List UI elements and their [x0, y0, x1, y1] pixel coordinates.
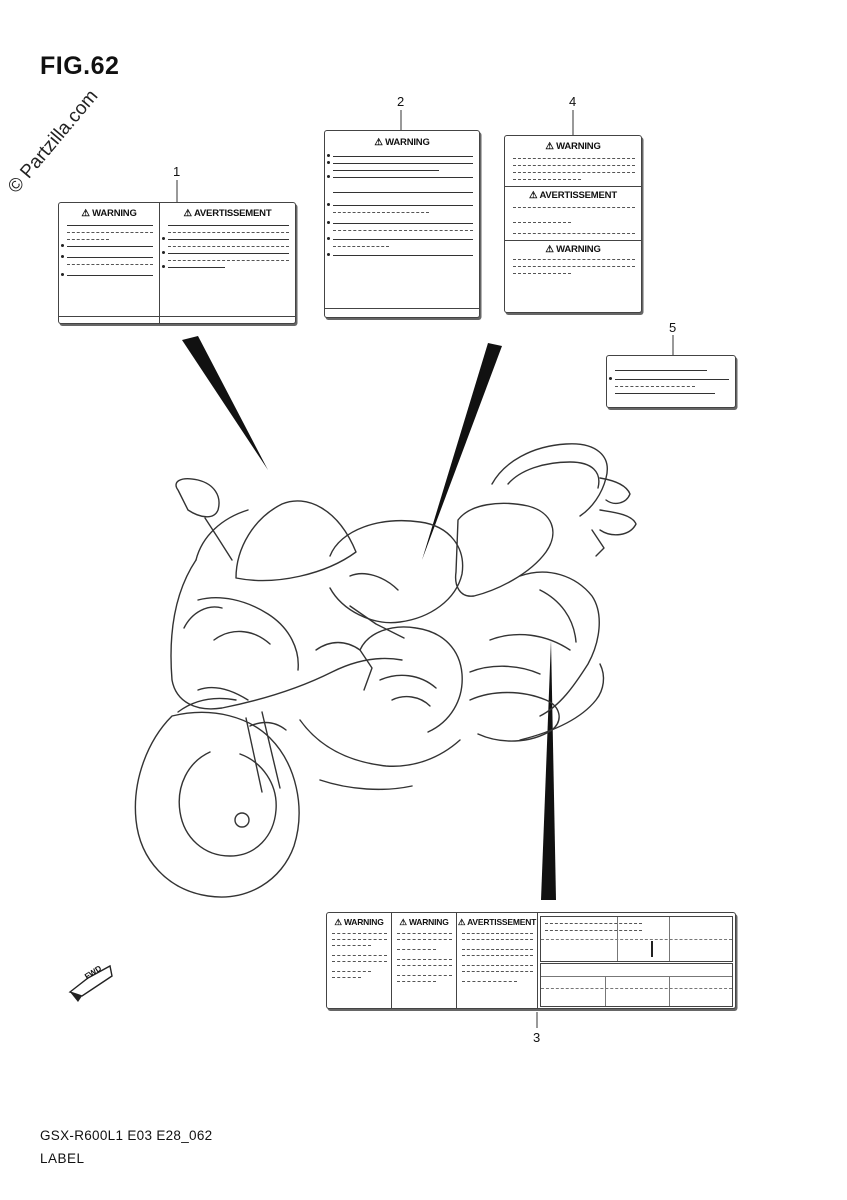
label-4-heading-warning: WARNING — [556, 141, 601, 152]
label-3: ⚠ WARNING ⚠ WARNING ⚠ AVERTISSEMENT — [326, 912, 736, 1009]
label-2: ⚠ WARNING — [324, 130, 480, 318]
callout-number-3: 3 — [533, 1030, 541, 1045]
warning-triangle-icon: ⚠ — [183, 208, 193, 219]
label-3-heading-warning: WARNING — [343, 917, 384, 927]
pointer-wedge-label-1 — [182, 336, 268, 470]
warning-triangle-icon: ⚠ — [545, 141, 554, 152]
label-1-heading-warning: WARNING — [92, 208, 137, 219]
label-4: ⚠ WARNING ⚠ AVERTISSEMENT ⚠ WARNING — [504, 135, 642, 313]
label-1: ⚠ WARNING ⚠ AVERTISSEMENT — [58, 202, 296, 324]
warning-triangle-icon: ⚠ — [545, 244, 554, 255]
warning-triangle-icon: ⚠ — [81, 208, 90, 219]
callout-number-1: 1 — [173, 164, 181, 179]
label-3-heading-avertissement: AVERTISSEMENT — [467, 917, 537, 927]
label-4-heading-avertissement: AVERTISSEMENT — [539, 190, 617, 201]
figure-title: FIG.62 — [40, 52, 120, 80]
warning-triangle-icon: ⚠ — [399, 917, 407, 927]
warning-triangle-icon: ⚠ — [334, 917, 342, 927]
callout-number-5: 5 — [669, 320, 677, 335]
fwd-arrow-icon — [68, 964, 113, 1002]
warning-triangle-icon: ⚠ — [374, 137, 383, 148]
footer-section-name: LABEL — [40, 1151, 85, 1166]
label-5 — [606, 355, 736, 408]
warning-triangle-icon: ⚠ — [529, 190, 538, 201]
label-4-heading-warning-2: WARNING — [556, 244, 601, 255]
label-1-heading-avertissement: AVERTISSEMENT — [193, 208, 272, 219]
motorcycle-outline — [134, 443, 637, 898]
callout-number-2: 2 — [397, 94, 405, 109]
warning-triangle-icon: ⚠ — [457, 917, 466, 927]
callout-number-4: 4 — [569, 94, 577, 109]
footer-model-code: GSX-R600L1 E03 E28_062 — [40, 1128, 213, 1143]
pointer-wedge-label-2 — [422, 343, 502, 560]
pointer-wedge-label-3 — [541, 640, 556, 900]
label-3-heading-warning-2: WARNING — [408, 917, 449, 927]
label-2-heading-warning: WARNING — [385, 137, 430, 148]
